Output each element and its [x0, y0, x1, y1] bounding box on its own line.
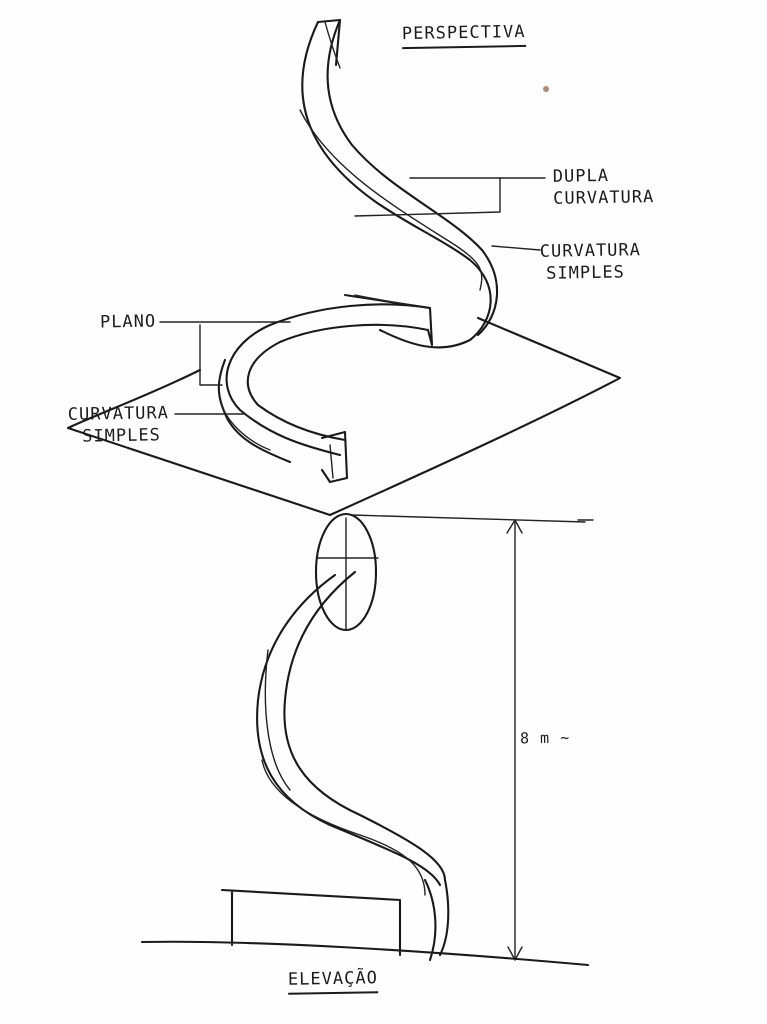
spiral-band-outer-edge — [301, 20, 492, 349]
label-curvatura-simples-right: CURVATURA SIMPLES — [540, 239, 642, 285]
label-dupla-line1: DUPLA — [552, 165, 610, 187]
ink-smudge — [543, 86, 549, 92]
label-height: 8 m ~ — [520, 727, 571, 750]
elevation-band-right-edge — [283, 570, 447, 882]
label-plano-text: PLANO — [99, 311, 157, 333]
elevation-base-block — [220, 888, 402, 957]
label-dupla-curvatura: DUPLA CURVATURA — [553, 164, 655, 210]
spiral-lower-arc-bottom — [246, 323, 430, 442]
spiral-band-underside — [299, 109, 483, 291]
label-csr-line1: CURVATURA — [539, 240, 642, 262]
title-perspectiva: PERSPECTIVA — [401, 20, 526, 50]
spiral-lower-arc-top — [225, 303, 432, 457]
label-dupla-line2: CURVATURA — [553, 187, 655, 209]
label-csr-line2: SIMPLES — [546, 262, 626, 284]
elevation-ground-line — [140, 940, 590, 967]
elevation-band-left-edge — [256, 573, 442, 887]
spiral-band-inner-edge — [326, 18, 499, 337]
spiral-band-top-cap — [316, 18, 342, 67]
leader-plano — [159, 321, 291, 386]
spiral-end-block — [320, 430, 349, 484]
label-curvatura-simples-left: CURVATURA SIMPLES — [68, 402, 170, 448]
leader-dupla-curvatura — [354, 177, 501, 217]
title-elevacao: ELEVAÇÃO — [287, 967, 379, 995]
title-perspectiva-text: PERSPECTIVA — [401, 21, 526, 45]
elevation-top-line — [351, 514, 586, 523]
label-csl-line1: CURVATURA — [67, 403, 170, 425]
label-plano: PLANO — [100, 311, 157, 334]
label-height-text: 8 m ~ — [519, 728, 571, 748]
label-csl-line2: SIMPLES — [82, 425, 162, 447]
leader-curvatura-simples-right — [491, 245, 541, 251]
perspective-plane — [66, 316, 622, 517]
title-elevacao-text: ELEVAÇÃO — [287, 968, 379, 990]
